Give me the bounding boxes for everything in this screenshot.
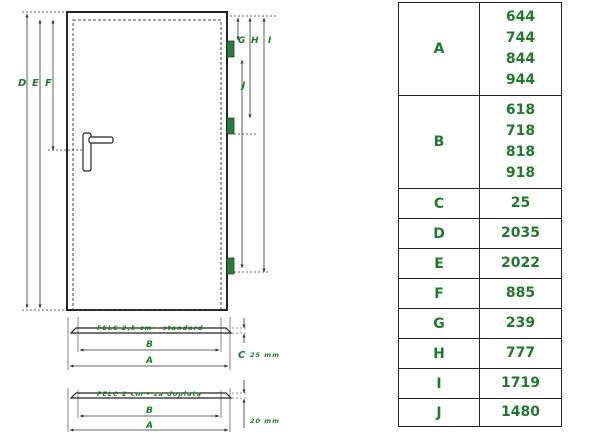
dimension-value: 618: [505, 102, 536, 118]
dimension-value-cell: 777: [479, 338, 562, 369]
threshold-extra: [67, 380, 248, 432]
dimension-key: F: [398, 278, 480, 309]
door-diagram: D E F G H I J FELC 2,5 cm - standard B A…: [18, 11, 280, 432]
dimension-value: 885: [505, 285, 536, 301]
dimension-value-cell: 2035: [479, 218, 562, 249]
door-frame: [66, 11, 228, 311]
dimension-value-cell: 1480: [479, 398, 562, 427]
left-dimensions: [22, 11, 83, 311]
dimension-value: 2022: [501, 255, 540, 271]
dimension-key: C: [398, 188, 480, 219]
dimension-value: 1719: [501, 375, 540, 391]
threshold-standard-label: FELC 2,5 cm - standard: [97, 324, 204, 332]
depth-25-label: 25 mm: [250, 351, 280, 359]
dimension-key: E: [398, 248, 480, 279]
hinge-middle: [226, 117, 235, 135]
dimension-value: 2035: [501, 225, 540, 241]
table-row: G 239: [398, 308, 562, 339]
dimension-value-cell: 1719: [479, 368, 562, 399]
dimension-value: 644: [505, 9, 536, 25]
label-g: G: [238, 36, 245, 46]
label-a1: A: [145, 356, 153, 366]
table-row: C 25: [398, 188, 562, 219]
table-row: E 2022: [398, 248, 562, 279]
table-row: J 1480: [398, 398, 562, 427]
table-row: D 2035: [398, 218, 562, 249]
table-row: H 777: [398, 338, 562, 369]
dimension-key: B: [398, 95, 480, 189]
dimension-value-cell: 239: [479, 308, 562, 339]
dimension-value: 944: [505, 72, 536, 88]
threshold-extra-label: FELC 2 cm - za doplatą: [97, 390, 202, 398]
table-row: F 885: [398, 278, 562, 309]
depth-20-label: 20 mm: [250, 417, 280, 425]
dimension-key: J: [398, 398, 480, 427]
dimension-key: G: [398, 308, 480, 339]
dimension-key: I: [398, 368, 480, 399]
label-i: I: [268, 36, 272, 46]
dimension-value: 718: [505, 123, 536, 139]
table-row: A 644 744 844 944: [398, 2, 562, 96]
hinge-top: [226, 40, 235, 58]
label-j: J: [240, 81, 246, 91]
dimension-value: 918: [505, 165, 536, 181]
hinge-bottom: [226, 257, 235, 275]
dimension-value-cell: 2022: [479, 248, 562, 279]
door-handle: [82, 132, 114, 172]
table-row: I 1719: [398, 368, 562, 399]
table-row: B 618 718 818 918: [398, 95, 562, 189]
hinges: [226, 40, 235, 275]
right-dimensions: [230, 15, 276, 273]
dimension-value-cell: 885: [479, 278, 562, 309]
label-a2: A: [145, 421, 153, 431]
threshold-standard: [67, 317, 248, 370]
label-e: E: [32, 78, 39, 89]
label-d: D: [18, 78, 26, 89]
dimension-value: 239: [505, 315, 536, 331]
label-b1: B: [146, 340, 153, 350]
dimension-value-cell: 644 744 844 944: [479, 2, 562, 96]
dimension-key: H: [398, 338, 480, 369]
dimension-value-cell: 25: [479, 188, 562, 219]
dimension-value: 777: [505, 345, 536, 361]
dimension-value-cell: 618 718 818 918: [479, 95, 562, 189]
dimension-value: 844: [505, 51, 536, 67]
dimension-key: A: [398, 2, 480, 96]
label-f: F: [45, 78, 52, 89]
dimension-value: 25: [510, 195, 531, 211]
label-b2: B: [146, 406, 153, 416]
dimension-value: 818: [505, 144, 536, 160]
dimension-value: 744: [505, 30, 536, 46]
label-h: H: [251, 36, 259, 46]
dimension-value: 1480: [501, 404, 540, 420]
dimension-key: D: [398, 218, 480, 249]
label-c: C: [238, 350, 246, 361]
